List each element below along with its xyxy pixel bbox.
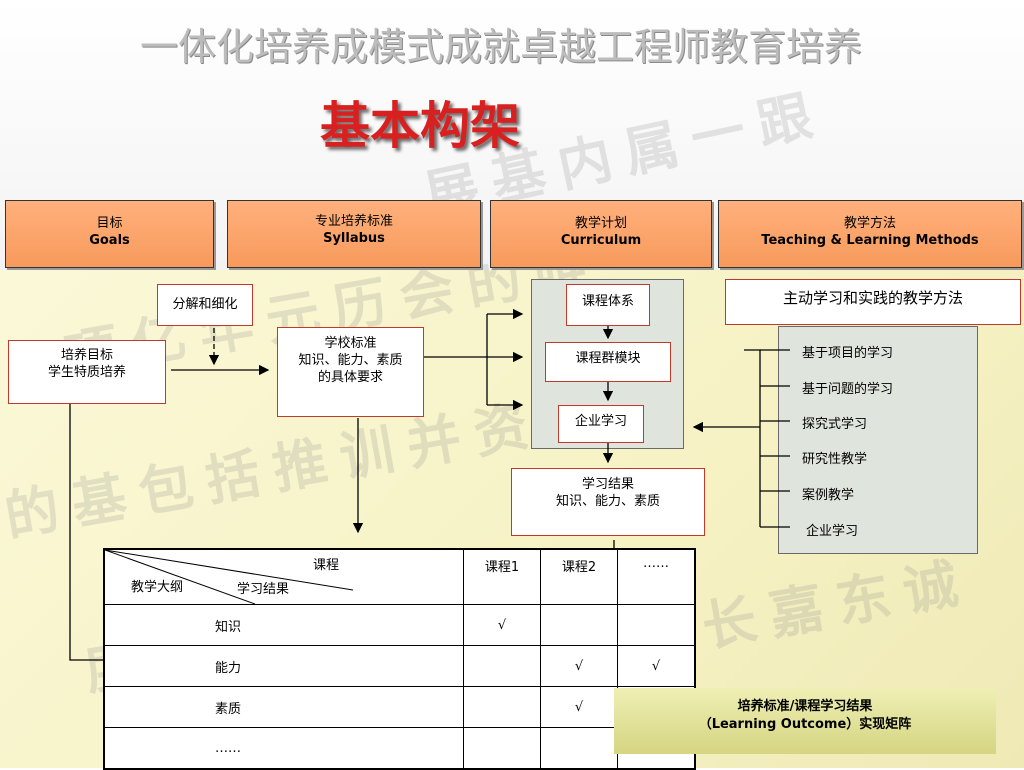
- method-item: 研究性教学: [802, 452, 868, 467]
- matrix-cell: [463, 727, 541, 770]
- school-standard-title: 学校标准: [324, 336, 377, 351]
- learning-outcome-title: 学习结果: [581, 477, 634, 492]
- methods-title-box: 主动学习和实践的教学方法: [725, 279, 1021, 325]
- corner-outcome-label: 学习结果: [237, 582, 290, 597]
- column-header: 课程1: [463, 548, 541, 605]
- header-syllabus-en: Syllabus: [323, 231, 385, 246]
- learning-outcome-box: 学习结果 知识、能力、素质: [511, 468, 705, 536]
- enterprise-learning-label: 企业学习: [574, 414, 627, 429]
- header-methods: 教学方法 Teaching & Learning Methods: [718, 200, 1022, 268]
- school-standard-line2: 知识、能力、素质: [298, 353, 403, 368]
- table-row: 知识 √: [103, 604, 696, 646]
- row-label-text: 知识: [215, 619, 242, 635]
- matrix-cell: [463, 645, 541, 687]
- header-curriculum-en: Curriculum: [560, 233, 642, 248]
- training-goal-box: 培养目标 学生特质培养: [8, 340, 166, 404]
- row-label: 能力: [103, 645, 464, 687]
- header-methods-cn: 教学方法: [843, 216, 896, 231]
- student-traits-text: 学生特质培养: [47, 365, 126, 380]
- matrix-cell: [540, 604, 618, 646]
- school-standard-line3: 的具体要求: [317, 370, 383, 385]
- course-group-box: 课程群模块: [545, 342, 671, 382]
- table-row: 能力 √ √: [103, 645, 696, 687]
- decompose-box: 分解和细化: [157, 284, 253, 326]
- table-header-row: 课程 教学大纲 学习结果 课程1 课程2 ……: [103, 548, 696, 605]
- learning-outcome-detail: 知识、能力、素质: [555, 494, 660, 509]
- course-system-box: 课程体系: [566, 284, 650, 326]
- matrix-cell: √: [463, 604, 541, 646]
- header-curriculum: 教学计划 Curriculum: [490, 200, 712, 268]
- row-label-text: ……: [215, 740, 241, 756]
- matrix-cell: [540, 727, 618, 770]
- row-label-text: 素质: [215, 701, 242, 717]
- method-item: 探究式学习: [802, 417, 868, 432]
- row-label: 知识: [103, 604, 464, 646]
- matrix-corner-cell: 课程 教学大纲 学习结果: [103, 548, 464, 605]
- corner-course-label: 课程: [313, 558, 340, 573]
- row-label: ……: [103, 727, 464, 770]
- table-row: 素质 √: [103, 686, 696, 728]
- header-goals-en: Goals: [89, 233, 130, 248]
- header-curriculum-cn: 教学计划: [574, 216, 627, 231]
- method-item: 基于问题的学习: [802, 382, 894, 397]
- column-header: ……: [617, 548, 696, 605]
- matrix-caption-line1: 培养标准/课程学习结果: [737, 699, 873, 714]
- matrix-cell: √: [540, 686, 618, 728]
- matrix-cell: [617, 604, 696, 646]
- training-goal-text: 培养目标: [60, 348, 113, 363]
- school-standard-box: 学校标准 知识、能力、素质 的具体要求: [277, 327, 424, 417]
- header-methods-en: Teaching & Learning Methods: [761, 233, 979, 248]
- method-item: 企业学习: [806, 524, 859, 539]
- matrix-caption-line2: （Learning Outcome）实现矩阵: [698, 717, 912, 732]
- matrix-cell: √: [617, 645, 696, 687]
- row-label: 素质: [103, 686, 464, 728]
- methods-panel: [778, 326, 978, 554]
- row-label-text: 能力: [215, 660, 242, 676]
- outcome-matrix-table: 课程 教学大纲 学习结果 课程1 课程2 …… 知识 √ 能力 √ √ 素质 √…: [103, 548, 696, 770]
- page-title: 基本构架: [320, 97, 520, 155]
- course-group-label: 课程群模块: [575, 351, 641, 366]
- method-item: 基于项目的学习: [802, 346, 894, 361]
- slogan: 一体化培养成模式成就卓越工程师教育培养: [140, 25, 863, 69]
- column-header: 课程2: [540, 548, 618, 605]
- corner-diagonals: [105, 550, 353, 604]
- header-syllabus: 专业培养标准 Syllabus: [227, 200, 481, 268]
- methods-title: 主动学习和实践的教学方法: [782, 289, 963, 307]
- enterprise-learning-box: 企业学习: [558, 405, 644, 443]
- corner-outline-label: 教学大纲: [131, 580, 184, 595]
- matrix-cell: √: [540, 645, 618, 687]
- course-system-label: 课程体系: [581, 294, 634, 309]
- matrix-cell: [463, 686, 541, 728]
- header-goals-cn: 目标: [96, 216, 123, 231]
- header-syllabus-cn: 专业培养标准: [314, 214, 393, 229]
- table-row: ……: [103, 727, 696, 770]
- matrix-caption-box: 培养标准/课程学习结果 （Learning Outcome）实现矩阵: [614, 688, 996, 754]
- method-item: 案例教学: [802, 488, 855, 503]
- decompose-label: 分解和细化: [172, 297, 238, 312]
- header-goals: 目标 Goals: [5, 200, 214, 268]
